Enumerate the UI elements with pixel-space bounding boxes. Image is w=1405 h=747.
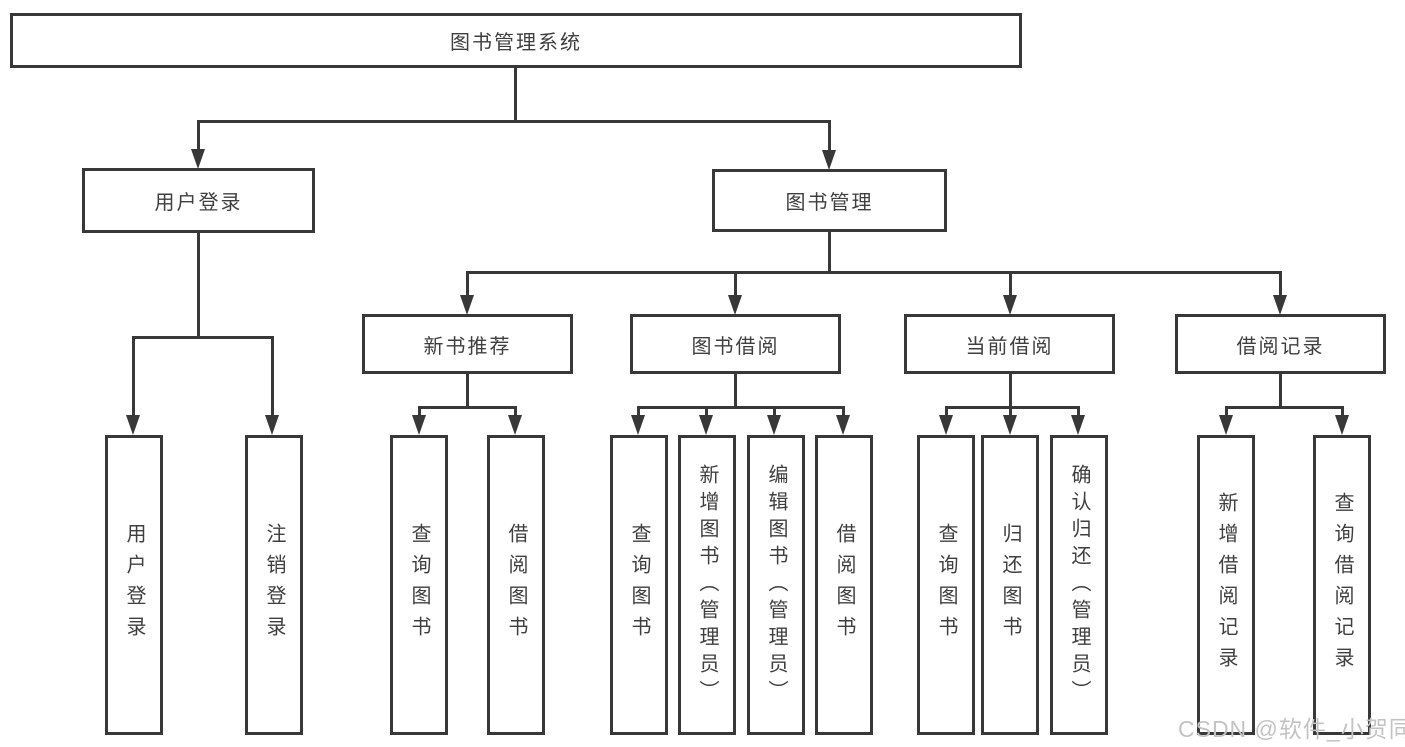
connector-line — [1341, 406, 1344, 418]
connector-line — [132, 336, 135, 418]
connector-line — [705, 406, 708, 418]
connector-line — [197, 233, 200, 338]
node-label: 图书管理系统 — [450, 32, 582, 54]
leaf-label: 新增借阅记录 — [1215, 492, 1237, 678]
leaf-label: 新增图书（管理员） — [696, 463, 718, 707]
connector-rail — [1225, 406, 1343, 409]
node-label: 当前借阅 — [965, 335, 1054, 358]
arrow-down-icon — [508, 415, 522, 435]
arrow-down-icon — [191, 149, 205, 169]
connector-line — [197, 120, 200, 152]
leaf-query-books-current: 查询图书 — [917, 435, 975, 735]
connector-line — [514, 406, 517, 418]
connector-rail — [418, 406, 517, 409]
leaf-return-books: 归还图书 — [981, 435, 1039, 735]
node-label: 图书借阅 — [691, 335, 780, 358]
connector-line — [945, 406, 948, 418]
connector-line — [1225, 406, 1228, 418]
leaf-label: 查询图书 — [628, 523, 650, 647]
connector-line — [828, 120, 831, 152]
leaf-query-borrow-record: 查询借阅记录 — [1313, 435, 1371, 735]
connector-line — [271, 336, 274, 418]
arrow-down-icon — [631, 415, 645, 435]
connector-line — [734, 271, 737, 297]
arrow-down-icon — [1071, 415, 1085, 435]
arrow-down-icon — [126, 415, 140, 435]
csdn-watermark: CSDN @软件_小贺同学 — [1178, 716, 1405, 742]
arrow-down-icon — [1003, 295, 1017, 315]
leaf-label: 归还图书 — [999, 523, 1021, 647]
node-book-borrowing: 图书借阅 — [630, 314, 841, 374]
leaf-borrow-books: 借阅图书 — [815, 435, 873, 735]
leaf-edit-books-admin: 编辑图书（管理员） — [747, 435, 805, 735]
connector-line — [828, 232, 831, 273]
arrow-down-icon — [939, 415, 953, 435]
node-label: 用户登录 — [154, 192, 243, 214]
leaf-query-books-recommend: 查询图书 — [390, 435, 448, 735]
arrow-down-icon — [1335, 415, 1349, 435]
leaf-label: 查询图书 — [408, 523, 430, 647]
connector-rail — [197, 120, 831, 123]
node-user-login: 用户登录 — [82, 168, 315, 233]
arrow-down-icon — [822, 150, 836, 170]
connector-line — [842, 406, 845, 418]
connector-rail — [945, 406, 1080, 409]
leaf-confirm-return-admin: 确认归还（管理员） — [1050, 435, 1108, 735]
node-new-book-recommendation: 新书推荐 — [362, 314, 573, 374]
arrow-down-icon — [836, 415, 850, 435]
leaf-label: 查询图书 — [935, 523, 957, 647]
connector-line — [466, 374, 469, 406]
arrow-down-icon — [728, 295, 742, 315]
leaf-query-books-borrowing: 查询图书 — [610, 435, 668, 735]
leaf-label: 用户登录 — [123, 523, 145, 647]
connector-line — [514, 68, 517, 120]
connector-rail — [466, 271, 1282, 274]
node-current-borrowing: 当前借阅 — [904, 314, 1115, 374]
arrow-down-icon — [460, 295, 474, 315]
node-library-management-system: 图书管理系统 — [10, 13, 1022, 68]
connector-line — [1279, 374, 1282, 406]
connector-line — [466, 271, 469, 297]
leaf-add-books-admin: 新增图书（管理员） — [678, 435, 736, 735]
connector-line — [1009, 374, 1012, 406]
node-label: 新书推荐 — [423, 335, 512, 358]
node-borrowing-records: 借阅记录 — [1175, 314, 1386, 374]
connector-line — [1009, 406, 1012, 418]
arrow-down-icon — [1273, 295, 1287, 315]
arrow-down-icon — [699, 415, 713, 435]
node-book-management: 图书管理 — [712, 169, 947, 232]
leaf-user-login: 用户登录 — [105, 435, 163, 735]
arrow-down-icon — [265, 415, 279, 435]
connector-rail — [637, 406, 845, 409]
connector-line — [637, 406, 640, 418]
node-label: 图书管理 — [785, 192, 874, 214]
leaf-label: 编辑图书（管理员） — [765, 463, 787, 707]
connector-line — [1077, 406, 1080, 418]
leaf-logout: 注销登录 — [245, 435, 303, 735]
connector-line — [773, 406, 776, 418]
leaf-label: 借阅图书 — [833, 523, 855, 647]
arrow-down-icon — [767, 415, 781, 435]
arrow-down-icon — [1219, 415, 1233, 435]
leaf-borrow-books-recommend: 借阅图书 — [487, 435, 545, 735]
leaf-label: 借阅图书 — [505, 523, 527, 647]
connector-line — [418, 406, 421, 418]
connector-line — [1009, 271, 1012, 297]
node-label: 借阅记录 — [1236, 335, 1325, 358]
leaf-label: 确认归还（管理员） — [1068, 463, 1090, 707]
arrow-down-icon — [1003, 415, 1017, 435]
connector-line — [1279, 271, 1282, 297]
leaf-label: 查询借阅记录 — [1331, 492, 1353, 678]
connector-line — [734, 374, 737, 406]
leaf-add-borrow-record: 新增借阅记录 — [1197, 435, 1255, 735]
leaf-label: 注销登录 — [263, 523, 285, 647]
arrow-down-icon — [412, 415, 426, 435]
connector-rail — [132, 336, 274, 339]
